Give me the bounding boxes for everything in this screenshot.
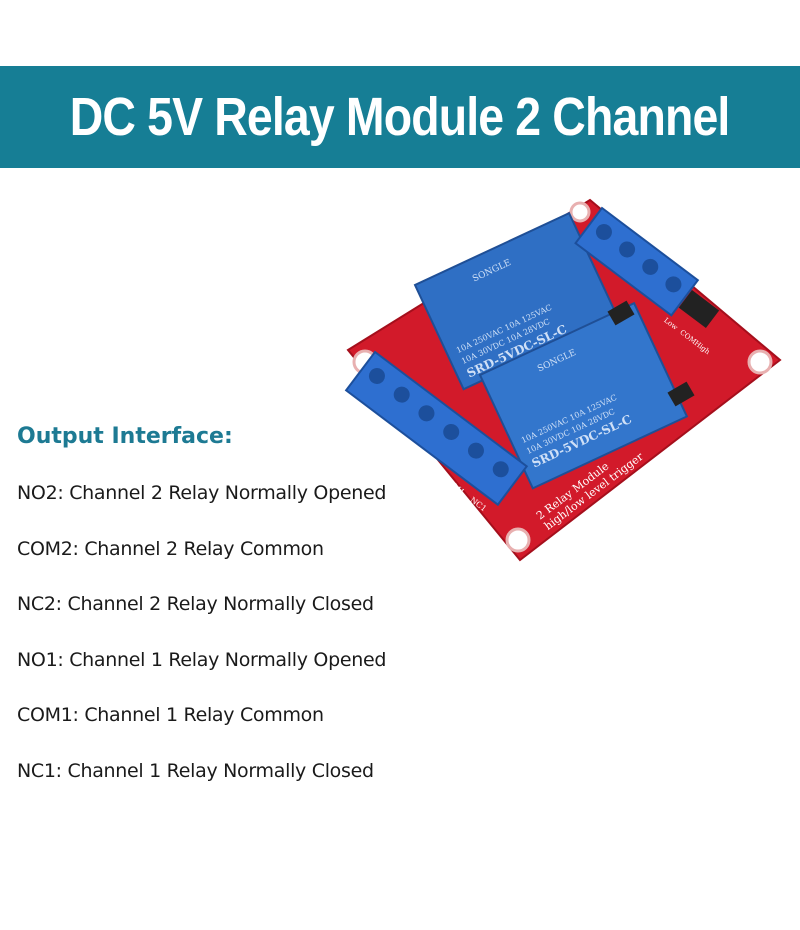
list-item: NO2: Channel 2 Relay Normally Opened [17, 482, 387, 504]
list-item: NO1: Channel 1 Relay Normally Opened [17, 648, 387, 671]
mount-hole [505, 527, 531, 553]
svg-text:NO2: NO2 [341, 400, 361, 418]
svg-text:NO1: NO1 [417, 457, 437, 475]
list-item: NC2: Channel 2 Relay Normally Closed [17, 593, 374, 616]
optocoupler [607, 300, 635, 326]
output-interface-list: NO2: Channel 2 Relay Normally Opened COM… [17, 482, 386, 816]
input-terminal-block [574, 206, 700, 317]
list-item: NC1: Channel 1 Relay Normally Closed [17, 759, 374, 782]
optocoupler [667, 381, 695, 407]
relay-2: SONGLE 10A 250VAC 10A 125VAC 10A 30VDC 1… [478, 301, 689, 490]
title-banner: DC 5V Relay Module 2 Channel [0, 66, 800, 168]
output-interface-title: Output Interface: [17, 424, 233, 449]
list-item: COM2: Channel 2 Relay Common [17, 537, 324, 560]
relay-module-image: SONGLE 10A 250VAC 10A 125VAC 10A 30VDC 1… [341, 198, 782, 562]
relay-1: SONGLE 10A 250VAC 10A 125VAC 10A 30VDC 1… [413, 211, 620, 391]
svg-text:NC2: NC2 [392, 438, 412, 456]
list-item: COM1: Channel 1 Relay Common [17, 704, 324, 727]
mount-hole [747, 349, 773, 375]
mount-hole [569, 201, 591, 223]
page-title: DC 5V Relay Module 2 Channel [70, 87, 731, 147]
